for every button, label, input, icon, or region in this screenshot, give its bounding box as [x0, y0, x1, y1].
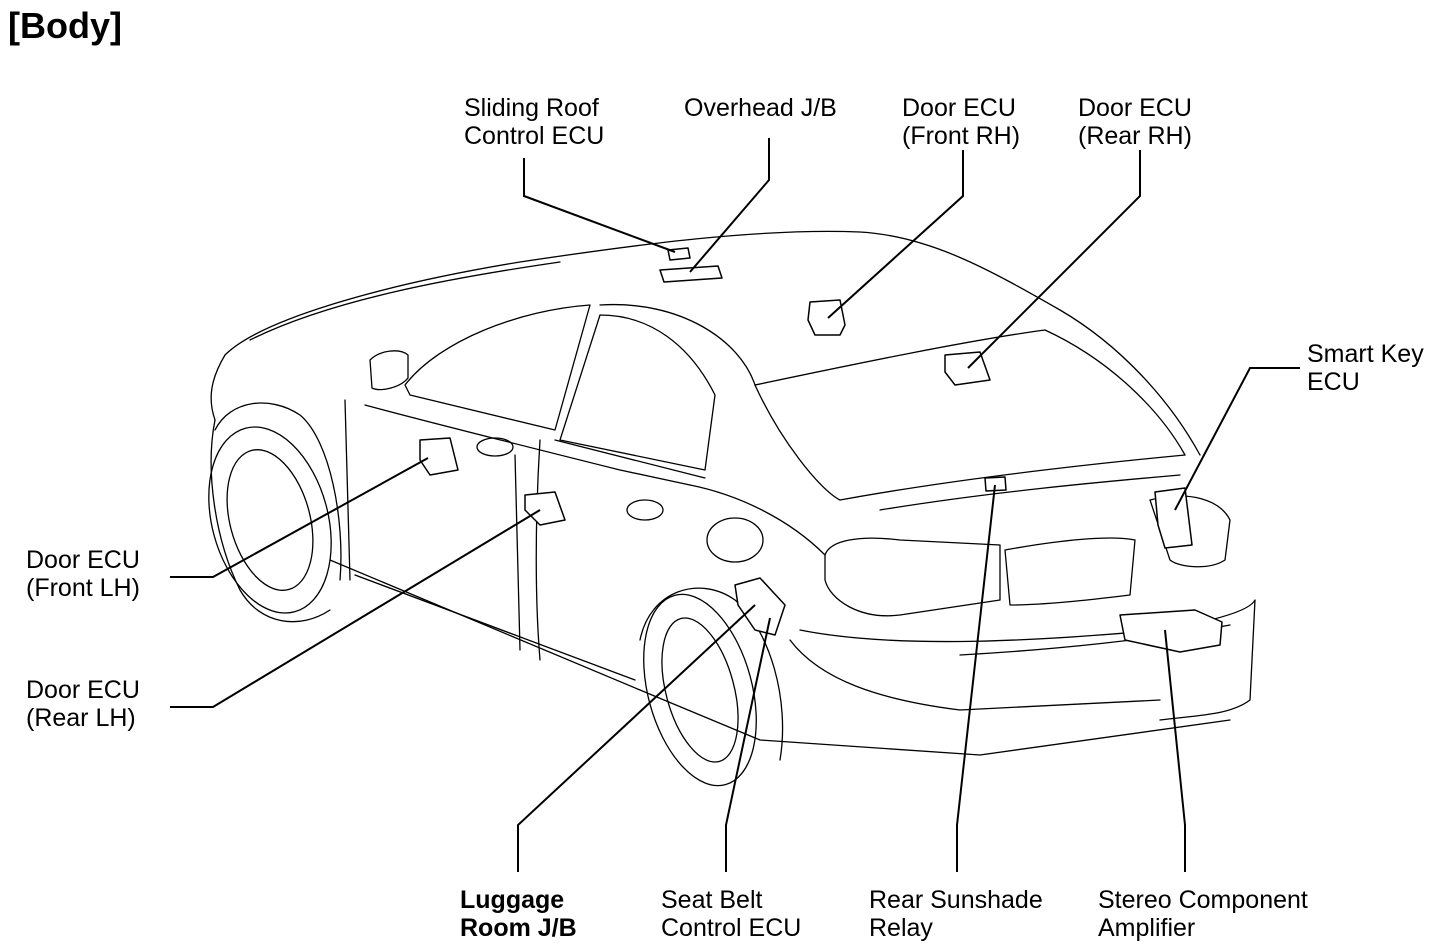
label-overhead-jb: Overhead J/B [684, 94, 837, 122]
leader-overhead-jb [689, 138, 770, 273]
label-door-ecu-rear-lh: Door ECU(Rear LH) [26, 676, 140, 732]
label-line: Door ECU [26, 676, 140, 704]
label-door-ecu-front-rh: Door ECU(Front RH) [902, 94, 1020, 150]
luggage-jb-shape [734, 577, 786, 636]
overhead-jb-shape [659, 265, 723, 283]
leader-door-rear-lh [170, 509, 541, 708]
label-line: Sliding Roof [464, 94, 599, 122]
label-line: Rear Sunshade [869, 886, 1043, 914]
leader-smart-key [1174, 367, 1300, 511]
label-line: Door ECU [902, 94, 1016, 122]
label-door-ecu-front-lh: Door ECU(Front LH) [26, 546, 140, 602]
door-ecu-rear-lh-shape [524, 491, 566, 526]
label-line: Relay [869, 914, 933, 942]
leader-door-front-rh [827, 150, 964, 319]
label-line: Stereo Component [1098, 886, 1308, 914]
label-line: Luggage [460, 886, 565, 914]
leader-door-front-lh [170, 457, 429, 578]
label-line: Control ECU [661, 914, 802, 942]
label-line: Overhead J/B [684, 94, 837, 122]
label-line: Smart Key [1307, 340, 1424, 368]
leader-door-rear-rh [967, 150, 1141, 369]
label-line: ECU [1307, 368, 1360, 396]
page-title: [Body] [8, 5, 122, 46]
stereo-amp-shape [1119, 609, 1223, 653]
car-outline [208, 230, 1256, 787]
label-line: (Rear RH) [1078, 122, 1192, 150]
leader-sliding-roof [523, 158, 676, 253]
rear-sunshade-relay-shape [984, 476, 1007, 492]
leader-rear-sunshade [956, 484, 996, 872]
label-line: Amplifier [1098, 914, 1196, 942]
leader-stereo-amp [1164, 629, 1186, 872]
leader-lines [170, 138, 1300, 872]
label-line: Seat Belt [661, 886, 763, 914]
label-line: Door ECU [1078, 94, 1192, 122]
parts [419, 247, 1223, 653]
label-line: (Front LH) [26, 574, 140, 602]
label-door-ecu-rear-rh: Door ECU(Rear RH) [1078, 94, 1192, 150]
door-ecu-rear-rh-shape [944, 351, 991, 386]
door-ecu-front-lh-shape [419, 437, 459, 476]
label-line: (Front RH) [902, 122, 1021, 150]
door-ecu-front-rh-shape [807, 299, 846, 336]
label-line: Room J/B [460, 914, 577, 942]
label-line: (Rear LH) [26, 704, 136, 732]
leader-seat-belt [725, 617, 771, 872]
label-line: Control ECU [464, 122, 605, 150]
label-line: Door ECU [26, 546, 140, 574]
smart-key-ecu-shape [1154, 487, 1193, 549]
leader-luggage-jb [517, 604, 756, 872]
